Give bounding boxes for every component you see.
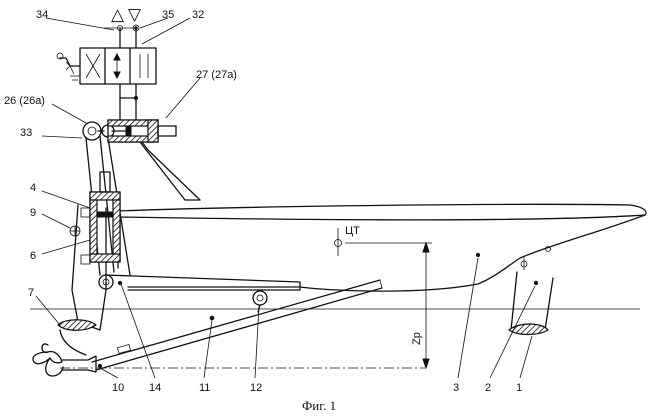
label-3: 3 [453,382,459,394]
label-27: 27 (27a) [196,69,237,81]
cg-label: ЦТ [345,225,360,237]
center-of-gravity: ЦТ [335,225,361,256]
label-2: 2 [485,382,491,394]
lever-arm [99,275,300,290]
propeller [33,344,102,376]
label-14: 14 [149,382,161,394]
zp-label: Zp [411,332,423,345]
zp-dimension: Zp [411,243,429,368]
label-26: 26 (26a) [4,95,45,107]
directional-valve [57,48,156,84]
label-6: 6 [30,250,36,262]
label-12: 12 [250,382,262,394]
label-7: 7 [28,287,34,299]
bow-strut [476,247,553,335]
label-10: 10 [112,382,124,394]
label-9: 9 [30,207,36,219]
label-33: 33 [20,127,32,139]
label-35: 35 [162,9,174,21]
hydraulic-source: △ ▽ [111,5,142,24]
vertical-cylinder [81,172,120,264]
label-11: 11 [199,382,210,394]
label-1: 1 [516,382,522,394]
horizontal-cylinder [108,120,200,200]
down-triangle-symbol: ▽ [128,5,142,24]
callout-labels: 34 35 32 27 (27a) 26 (26a) 33 4 9 6 7 10… [4,9,522,394]
label-32: 32 [192,9,204,21]
figure-caption: Фиг. 1 [302,398,336,413]
label-34: 34 [36,9,48,21]
up-triangle-symbol: △ [111,5,125,24]
label-4: 4 [30,182,36,194]
hydraulic-lines [104,25,139,120]
